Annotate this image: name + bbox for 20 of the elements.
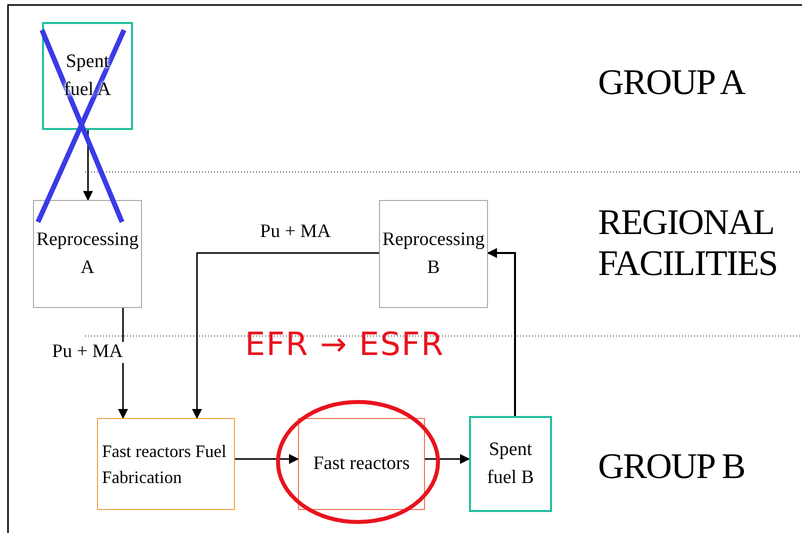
node-label: Spent fuel B (486, 438, 535, 490)
group-label: REGIONAL FACILITIES (598, 202, 778, 285)
spent-fuel-box (469, 416, 552, 512)
process-box (97, 418, 235, 510)
arrow (235, 454, 299, 464)
process-box (33, 200, 142, 308)
node-label: Fast reactors (313, 452, 410, 476)
arrow (192, 252, 379, 419)
node-label: Fast reactors Fuel Fabrication (102, 440, 228, 489)
group-label: GROUP A (598, 62, 745, 104)
reactor-box (298, 418, 425, 510)
process-box (379, 200, 488, 308)
arrow (487, 248, 516, 416)
group-label: GROUP B (598, 446, 745, 488)
node-label: Reprocessing A (36, 228, 139, 280)
edge-label: Pu + MA (50, 342, 125, 363)
annotation-text: EFR → ESFR (245, 326, 444, 363)
node-label: Reprocessing B (382, 228, 485, 280)
spent-fuel-box (42, 22, 133, 130)
arrow (425, 454, 470, 464)
